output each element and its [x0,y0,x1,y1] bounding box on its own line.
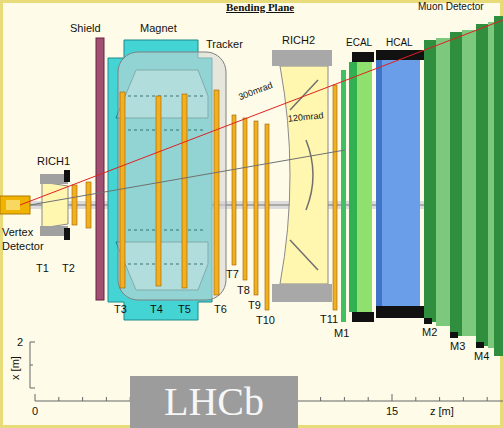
ecal-block [352,52,374,62]
muon-block [476,342,484,348]
rich2-radiator [280,66,328,284]
ecal [357,62,372,312]
part-label: 15 [386,405,398,417]
acceptance-300mrad [20,20,503,205]
diagram-title: Bending Plane [226,1,294,13]
part-label: T11 [320,313,338,325]
part-label: Magnet [140,22,177,34]
hcal [376,58,382,308]
vertex-detector [0,196,30,214]
rich2-shield [272,284,332,302]
part-label: Tracker [206,38,243,50]
ecal-block [352,312,374,322]
muon-station [424,40,436,322]
part-label: M1 [334,327,349,339]
part-label: T10 [256,314,275,326]
muon-station [494,16,503,356]
hcal [376,58,420,308]
rich2-mirror [306,140,313,210]
tracking-station [232,115,236,265]
part-label: Muon Detector [418,1,484,12]
muon-filter [462,30,476,336]
part-label: z [m] [430,405,454,417]
part-label: T3 [114,303,127,315]
rich1-block [64,170,70,182]
hcal-block [376,306,424,318]
part-label: T6 [214,303,227,315]
muon-filter [488,22,494,348]
shield-wall [96,38,104,300]
muon-station [476,24,488,346]
tracking-station [120,92,125,288]
rich1-shield [40,174,68,184]
muon-filter [436,38,450,326]
ecal [349,62,357,312]
tracking-station [86,182,91,228]
tracking-station [72,185,77,225]
tracking-station [243,118,247,280]
x-ticks [30,342,35,388]
part-label: T1 [36,262,49,274]
rich1-shield [40,226,68,236]
part-label: ECAL [346,37,372,48]
rich1-radiator [42,182,68,228]
part-label: T5 [178,303,191,315]
part-label: T7 [226,268,239,280]
tracking-station [333,85,337,310]
part-label: 0 [32,405,38,417]
rich2-mirror [290,80,318,270]
tracking-station [156,96,161,286]
part-label: Shield [70,22,101,34]
tracking-station [182,94,187,288]
tracking-station [214,90,219,295]
field-lines [128,96,206,264]
watermark-text: LHCb [164,380,264,424]
rich2-shield [272,50,332,66]
part-label: T4 [150,303,163,315]
watermark-box: LHCb [130,376,298,428]
hcal-block [376,50,424,60]
muon-block [424,318,432,324]
rich1-block [64,228,70,240]
part-label: M2 [422,326,437,338]
part-label: RICH1 [37,155,70,167]
muon-station [450,32,462,336]
part-label: 2 [17,336,23,348]
part-label: 300mrad [238,81,275,103]
part-label: T8 [237,284,250,296]
part-label: RICH2 [282,34,315,46]
part-label: HCAL [386,37,413,48]
tracker-region [118,52,226,300]
part-label: M4 [474,350,489,362]
part-label: 120mrad [288,111,324,125]
muon-block [450,332,458,338]
acceptance-120mrad [30,150,345,205]
part-label: Vertex Detector [2,226,52,254]
part-label: M3 [450,340,465,352]
tracking-station [265,124,269,310]
muon-station [341,70,346,322]
part-label: T9 [248,299,261,311]
tracking-station [254,121,258,295]
vertex-detector-core [6,200,20,210]
part-label: T2 [62,262,75,274]
part-label: x [m] [9,356,21,380]
